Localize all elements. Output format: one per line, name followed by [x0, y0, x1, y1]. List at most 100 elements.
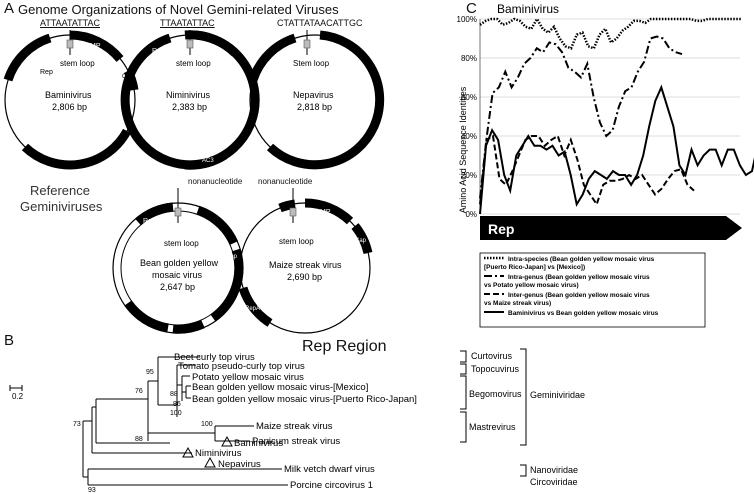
niminivirus-sequence: TTAATATTAC [160, 18, 215, 28]
panel-b-title: Rep Region [302, 338, 387, 355]
stem-loop-label: stem loop [176, 59, 211, 68]
chart-title: Baminivirus [497, 2, 559, 16]
stem-loop-label: stem loop [164, 239, 199, 248]
bean-golden-yellow-mosaic-virus-genome-map: Rep MP Cap stem loop Bean golden yellow … [112, 188, 244, 334]
legend-label: Inter-genus (Bean golden yellow mosaic v… [484, 292, 650, 307]
repa-gene-label: RepA [245, 306, 260, 312]
stem-loop-label: stem loop [279, 237, 314, 246]
taxon-label: Beet curly top virus [174, 352, 255, 363]
series-inter-genus [479, 134, 695, 207]
bootstrap-value: 93 [88, 487, 96, 494]
cap-gene-label: Cap [325, 44, 338, 51]
panel-a-title: Genome Organizations of Novel Gemini-rel… [18, 2, 339, 17]
nepavirus-sequence: CTATTATAACATTGC [277, 18, 363, 28]
x-axis-label: Rep [488, 221, 514, 237]
tree-branches [82, 356, 288, 486]
reference-label-line2: Geminiviruses [20, 199, 103, 214]
stem-loop-label: Stem loop [293, 59, 330, 68]
y-axis-label: Amino Acid Sequence Identities [458, 86, 468, 213]
y-tick-label: 40% [461, 132, 477, 141]
taxon-label: Tomato pseudo-curly top virus [178, 361, 305, 372]
baminivirus-sequence: ATTAATATTAC [40, 18, 100, 28]
panel-a-letter: A [4, 0, 15, 17]
niminivirus-genome-map: Rep Cap AC3 stem loop Niminivirus 2,383 … [120, 30, 260, 170]
taxon-label: Maize streak virus [256, 421, 333, 432]
taxon-label: Bean golden yellow mosaic virus-[Mexico] [192, 382, 368, 393]
genus-label: Topocuvirus [471, 364, 520, 374]
taxon-label: Bean golden yellow mosaic virus-[Puerto … [192, 394, 417, 405]
series-layer [479, 16, 754, 215]
genus-label: Curtovirus [471, 351, 513, 361]
genome-name: Nepavirus [293, 90, 334, 100]
family-label: Geminiviridae [530, 390, 585, 400]
legend-box [479, 252, 706, 328]
genus-brackets [460, 348, 527, 477]
bootstrap-value: 95 [146, 369, 154, 376]
taxon-label: Niminivirus [195, 448, 242, 459]
genome-size: 2,690 bp [287, 272, 322, 282]
panel-c-letter: C [466, 0, 477, 17]
gridlines [480, 18, 740, 215]
cap-gene-label: Cap [226, 254, 238, 260]
maize-streak-virus-genome-map: Rep MP Cap RepA stem loop Maize streak v… [238, 188, 373, 334]
genome-name: Niminivirus [166, 90, 211, 100]
genome-size: 2,806 bp [52, 102, 87, 112]
series-baminivirus [479, 84, 754, 215]
bootstrap-value: 88 [170, 391, 178, 398]
niminivirus-triangle [182, 446, 194, 458]
bootstrap-value: 88 [135, 436, 143, 443]
series-intra-species [479, 16, 742, 50]
mp-gene-label: MP [320, 209, 331, 216]
genome-maps: MP Rep Cap stem loop Baminivirus 2,806 b… [3, 30, 385, 334]
genome-name: Maize streak virus [269, 260, 342, 270]
genome-name: Baminivirus [45, 90, 92, 100]
ac3-gene-label: AC3 [202, 158, 214, 164]
identity-line-chart: Baminivirus Amino Acid Sequence Identiti… [457, 2, 754, 328]
genome-name-line1: Bean golden yellow [140, 258, 219, 268]
y-tick-label: 20% [461, 171, 477, 180]
taxon-label: Baminivirus [234, 438, 283, 449]
bootstrap-value: 100 [170, 410, 182, 417]
baminivirus-triangle [221, 435, 233, 447]
phylogenetic-tree: 0.2 Be [9, 348, 585, 494]
nepavirus-genome-map: Cap Stem loop Nepavirus 2,818 bp [248, 30, 385, 170]
genome-size: 2,647 bp [160, 282, 195, 292]
bootstrap-value: 73 [73, 421, 81, 428]
genus-label: Begomovirus [469, 389, 522, 399]
rep-gene-label: Rep [40, 69, 53, 76]
nonanucleotide-label-bgymv: nonanucleotide [188, 177, 243, 186]
rep-gene-label: Rep [275, 214, 287, 220]
legend-item-intra-species: Intra-species (Bean golden yellow mosaic… [484, 256, 655, 271]
bootstrap-value: 76 [135, 388, 143, 395]
legend-item-inter-genus: Inter-genus (Bean golden yellow mosaic v… [484, 292, 650, 307]
nonanucleotide-label-msv: nonanucleotide [258, 177, 313, 186]
legend-item-intra-genus: Intra-genus (Bean golden yellow mosaic v… [484, 274, 650, 289]
series-intra-genus [479, 35, 683, 199]
family-label: Nanoviridae [530, 465, 578, 475]
scale-label: 0.2 [12, 392, 24, 401]
legend-item-baminivirus: Baminivirus vs Bean golden yellow mosaic… [484, 310, 659, 317]
y-tick-label: 0% [465, 210, 477, 219]
stem-loop-label: stem loop [60, 59, 95, 68]
taxon-label: Nepavirus [218, 459, 261, 470]
taxon-label: Milk vetch dwarf virus [284, 464, 375, 475]
rep-gene-label: Rep [143, 218, 156, 225]
family-label: Circoviridae [530, 477, 578, 487]
cap-gene-label: Cap [355, 238, 367, 244]
legend-label: Intra-species (Bean golden yellow mosaic… [484, 256, 655, 271]
y-tick-label: 100% [457, 15, 477, 24]
y-tick-labels: 0% 20% 40% 60% 80% 100% [457, 15, 477, 219]
baminivirus-genome-map: MP Rep Cap stem loop Baminivirus 2,806 b… [3, 30, 139, 170]
y-tick-label: 60% [461, 93, 477, 102]
taxon-label: Panicum streak virus [252, 436, 340, 447]
genome-name-line2: mosaic virus [152, 270, 203, 280]
legend-label: Baminivirus vs Bean golden yellow mosaic… [508, 310, 659, 317]
rep-gene-label: Rep [152, 48, 165, 55]
rep-arrow [480, 216, 742, 240]
genome-size: 2,383 bp [172, 102, 207, 112]
genome-size: 2,818 bp [297, 102, 332, 112]
reference-label-line1: Reference [30, 183, 90, 198]
y-tick-label: 80% [461, 54, 477, 63]
taxon-label: Porcine circovirus 1 [290, 480, 373, 491]
legend-label: Intra-genus (Bean golden yellow mosaic v… [484, 274, 650, 289]
